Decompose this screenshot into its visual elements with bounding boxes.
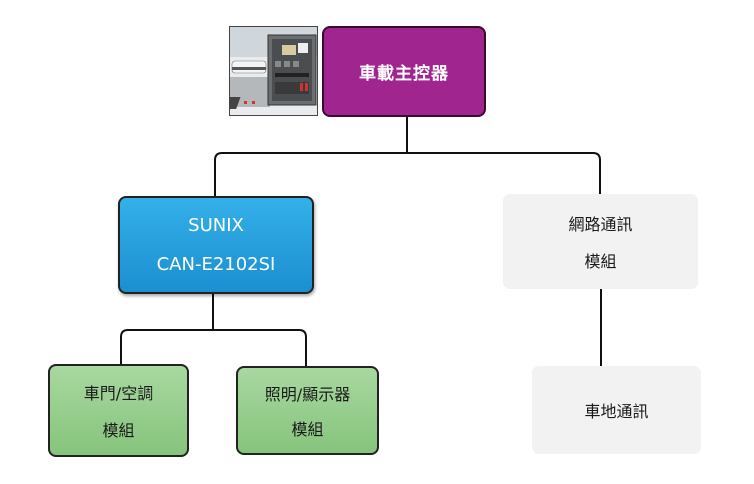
root-node-label: 車載主控器: [359, 64, 449, 84]
controller-brand-label: SUNIX: [188, 215, 244, 236]
controller-model-label: CAN-E2102SI: [156, 254, 276, 275]
connector-controller-branch: [120, 329, 307, 366]
node-train-ground-communication: 車地通訊: [532, 366, 701, 454]
node-door-ac-module: 車門/空調 模組: [48, 364, 189, 457]
door-ac-label-1: 車門/空調: [83, 384, 154, 404]
node-network-module: 網路通訊 模組: [503, 194, 698, 289]
network-module-label-1: 網路通訊: [568, 214, 633, 234]
node-sunix-can-controller: SUNIX CAN-E2102SI: [118, 196, 314, 294]
train-ground-label: 車地通訊: [584, 402, 649, 421]
lighting-display-label-2: 模組: [291, 419, 324, 439]
root-node-vehicle-controller: 車載主控器: [322, 26, 486, 117]
node-lighting-display-module: 照明/顯示器 模組: [236, 366, 379, 455]
door-ac-label-2: 模組: [102, 420, 135, 440]
connector-root-branch: [214, 152, 601, 196]
network-module-label-2: 模組: [584, 252, 617, 272]
lighting-display-label-1: 照明/顯示器: [264, 385, 351, 405]
controller-photo: [229, 26, 318, 116]
cabinet-image-icon: [230, 27, 317, 115]
